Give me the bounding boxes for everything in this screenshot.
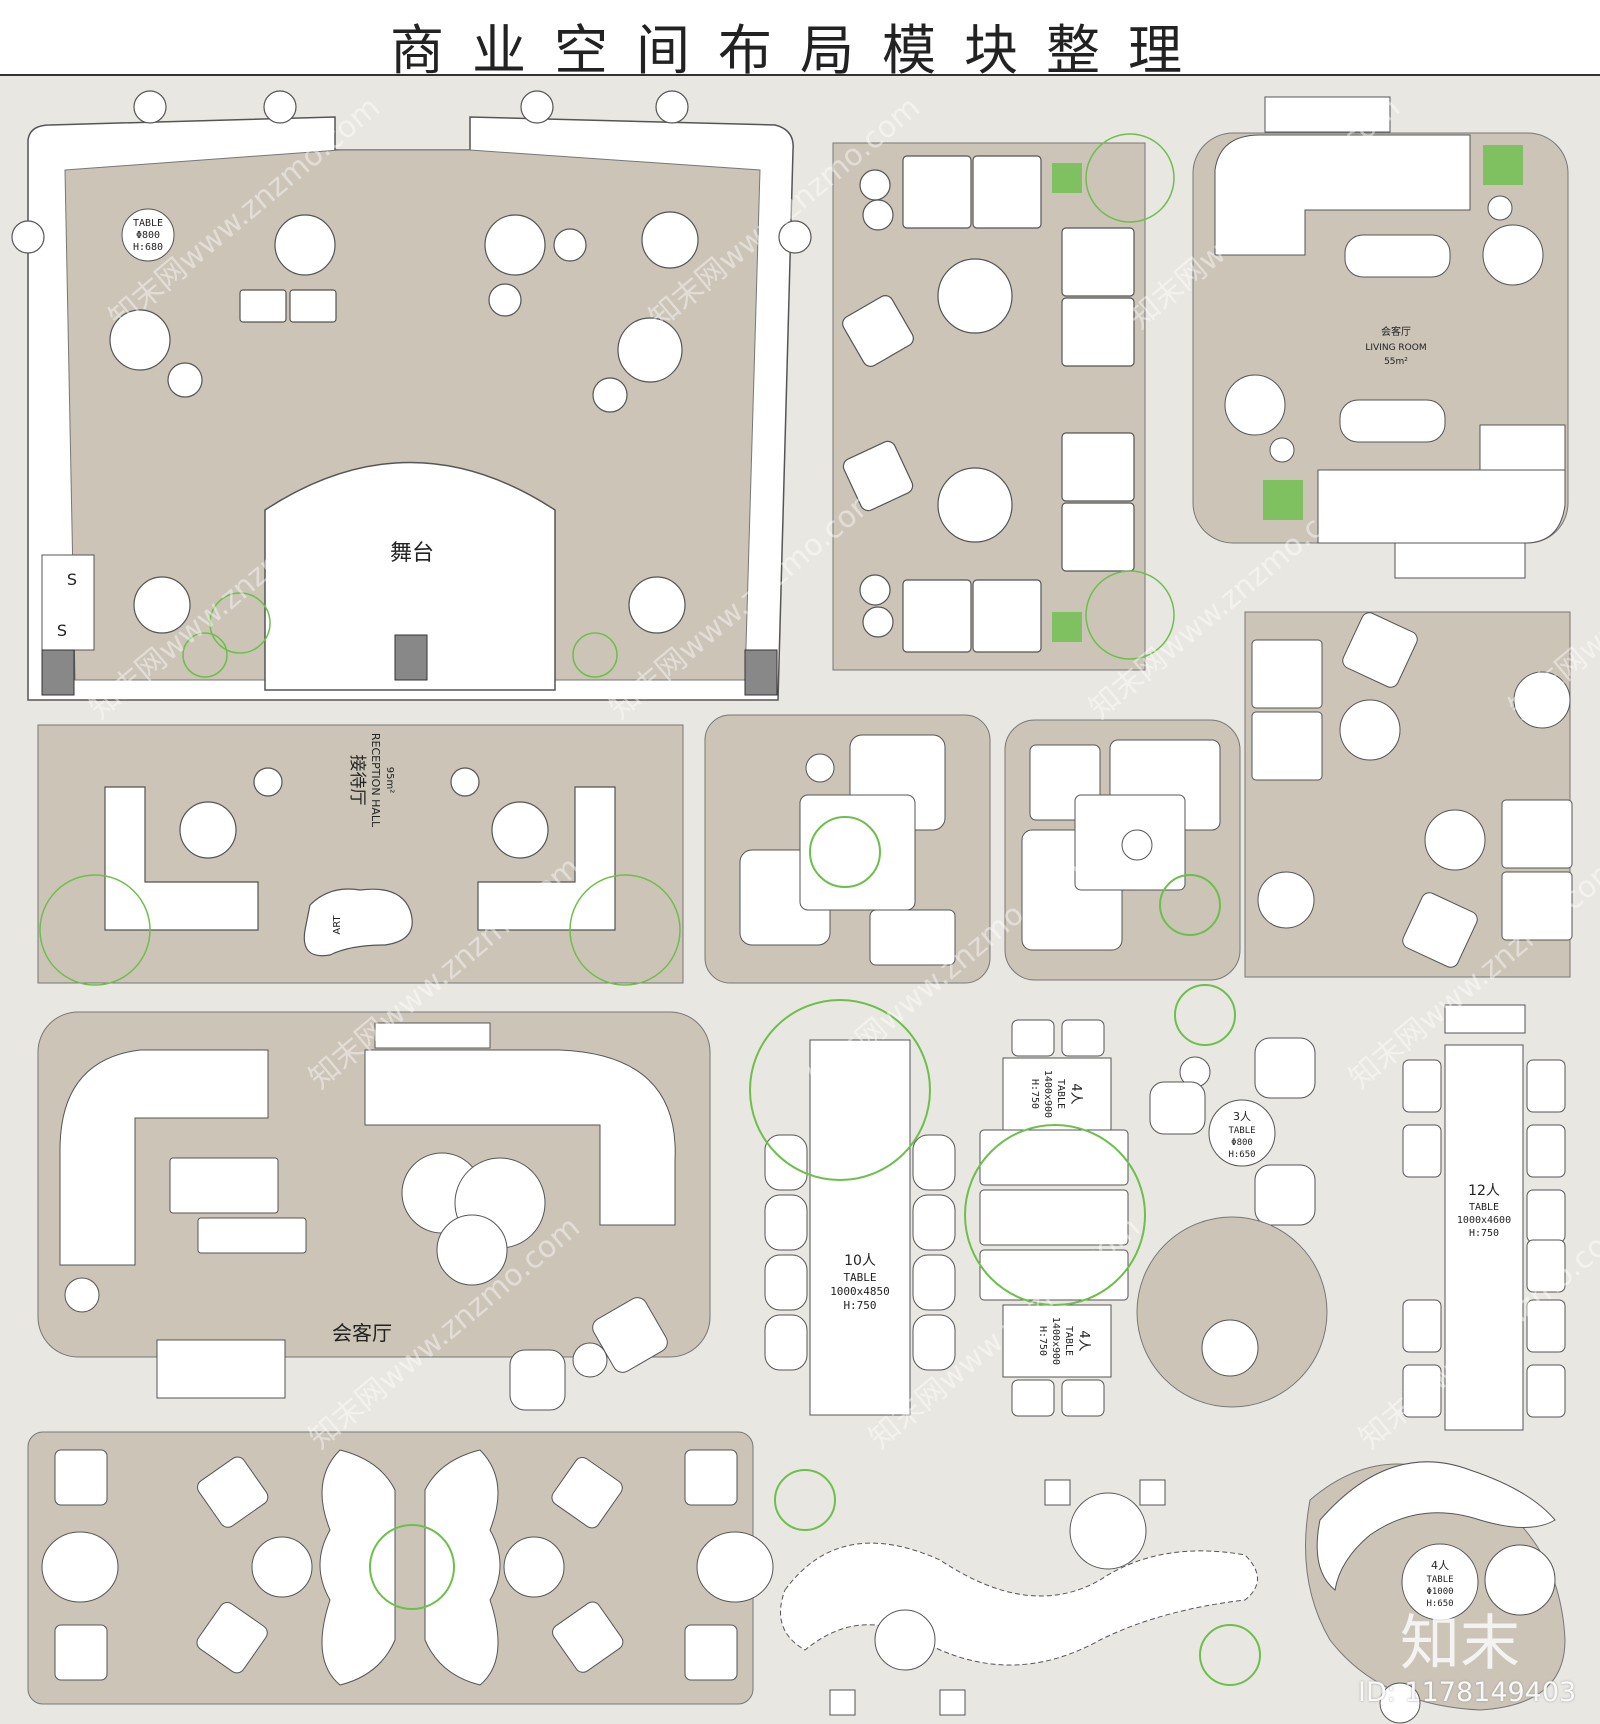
- svg-text:1000x4850: 1000x4850: [830, 1285, 890, 1298]
- svg-text:12人: 12人: [1468, 1183, 1500, 1199]
- butterfly-lounge-module: [27, 1431, 774, 1705]
- svg-text:H:750: H:750: [843, 1299, 876, 1312]
- svg-text:4人: 4人: [1076, 1330, 1091, 1351]
- reception-en: RECEPTION HALL: [369, 733, 382, 828]
- svg-text:TABLE: TABLE: [1063, 1326, 1074, 1356]
- twelve-person-table: 12人 TABLE 1000x4600 H:750: [1402, 1004, 1566, 1431]
- lounge-module-top: [832, 133, 1175, 671]
- svg-text:TABLE: TABLE: [843, 1271, 876, 1284]
- svg-text:TABLE: TABLE: [1426, 1575, 1453, 1585]
- svg-text:1000x4600: 1000x4600: [1457, 1215, 1511, 1226]
- svg-text:TABLE: TABLE: [1469, 1202, 1499, 1213]
- svg-text:Φ800: Φ800: [136, 230, 160, 241]
- svg-text:H:680: H:680: [133, 242, 163, 253]
- ten-person-table: 10人 TABLE 1000x4850 H:750: [749, 999, 956, 1416]
- svg-text:TABLE: TABLE: [133, 218, 163, 229]
- svg-text:Φ1000: Φ1000: [1426, 1587, 1453, 1597]
- reception-hall-module: 接待厅 RECEPTION HALL 95m² ART: [37, 724, 684, 986]
- svg-text:4人: 4人: [1068, 1083, 1083, 1104]
- watermark-logo: 知末: [1400, 1609, 1520, 1679]
- reception-area: 95m²: [384, 767, 395, 793]
- svg-text:TABLE: TABLE: [1228, 1126, 1255, 1136]
- round-table-cluster: 3人 TABLE Φ800 H:650: [1136, 984, 1328, 1408]
- svg-text:3人: 3人: [1233, 1110, 1251, 1123]
- svg-text:H:650: H:650: [1228, 1150, 1255, 1160]
- reception-cn: 接待厅: [347, 755, 367, 806]
- four-person-tables: 4人 TABLE 1400x900 H:750 4人 TABLE 1400x90…: [964, 1019, 1146, 1417]
- title-bar: 商业空间布局模块整理: [0, 0, 1600, 82]
- svg-text:10人: 10人: [844, 1253, 876, 1269]
- stage-hall-module: 舞台 TABLE Φ800 H:680 S S: [11, 90, 812, 701]
- svg-text:Φ800: Φ800: [1231, 1138, 1253, 1148]
- svg-text:H:750: H:750: [1469, 1228, 1499, 1239]
- svg-text:H:650: H:650: [1426, 1599, 1453, 1609]
- living-room-module: 会客厅 LIVING ROOM 55m²: [1192, 96, 1569, 579]
- floor-plan: 舞台 TABLE Φ800 H:680 S S: [11, 90, 1600, 1724]
- svg-text:S: S: [67, 570, 77, 589]
- svg-text:S: S: [57, 621, 67, 640]
- meeting-module-b: [1004, 719, 1241, 981]
- meeting-module-a: [704, 714, 991, 984]
- svg-text:H:750: H:750: [1037, 1326, 1048, 1356]
- watermark-id: ID: 1178149403: [1358, 1677, 1577, 1708]
- living-room-cn: 会客厅: [1381, 325, 1411, 338]
- svg-text:1400x900: 1400x900: [1050, 1317, 1061, 1365]
- svg-text:1400x900: 1400x900: [1042, 1070, 1053, 1118]
- living-room-en: LIVING ROOM: [1365, 343, 1426, 353]
- svg-text:H:750: H:750: [1029, 1079, 1040, 1109]
- page-title: 商业空间布局模块整理: [390, 19, 1210, 82]
- svg-text:TABLE: TABLE: [1055, 1079, 1066, 1109]
- lounge-module-right: [1244, 611, 1573, 978]
- svg-text:4人: 4人: [1431, 1559, 1449, 1572]
- lounge-label: 会客厅: [332, 1321, 392, 1345]
- curved-bench-module: [774, 1469, 1261, 1716]
- kidney-lounge-module: 4人 TABLE Φ1000 H:650: [1305, 1461, 1566, 1724]
- living-room-area: 55m²: [1384, 357, 1408, 367]
- lounge-module-bottom: 会客厅: [37, 1011, 711, 1411]
- table-spec-tag: TABLE Φ800 H:680: [121, 208, 175, 262]
- stage-label: 舞台: [390, 541, 434, 566]
- art-label: ART: [332, 915, 343, 935]
